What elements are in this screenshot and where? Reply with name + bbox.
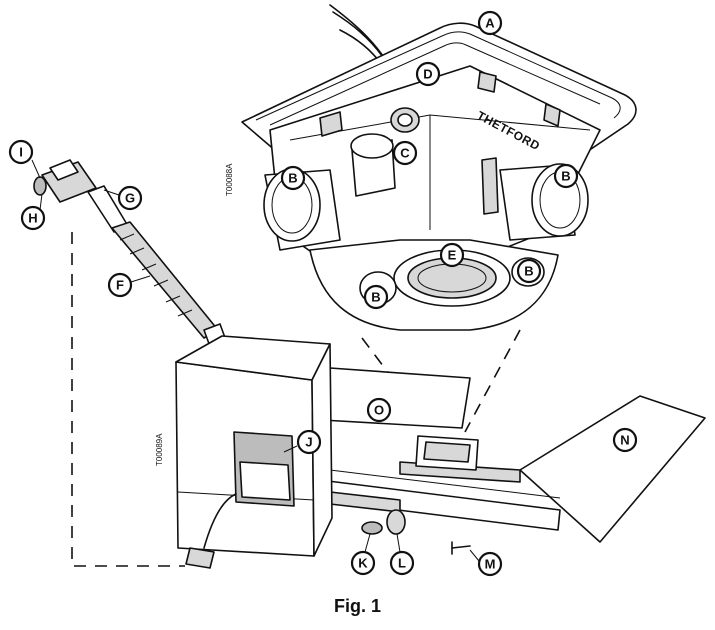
cassette-assembly bbox=[175, 335, 706, 569]
callout-b-lower-right: B bbox=[516, 258, 542, 284]
drawing-code-lower: T00089A bbox=[155, 433, 164, 466]
svg-text:J: J bbox=[305, 435, 312, 450]
svg-text:L: L bbox=[398, 556, 406, 571]
callout-b-lower-left: B bbox=[363, 284, 389, 310]
callout-leaders bbox=[31, 159, 480, 562]
svg-text:B: B bbox=[524, 264, 533, 279]
callout-f: F bbox=[107, 272, 133, 298]
svg-text:F: F bbox=[116, 278, 124, 293]
svg-text:I: I bbox=[19, 145, 23, 160]
svg-text:M: M bbox=[485, 557, 496, 572]
callout-b-left: B bbox=[280, 165, 306, 191]
callout-o: O bbox=[366, 397, 392, 423]
svg-text:O: O bbox=[374, 403, 384, 418]
callout-c: C bbox=[392, 140, 418, 166]
callout-e: E bbox=[439, 242, 465, 268]
flush-hose bbox=[33, 159, 229, 353]
callout-l: L bbox=[389, 550, 415, 576]
svg-text:G: G bbox=[125, 191, 135, 206]
svg-text:B: B bbox=[561, 169, 570, 184]
upper-housing: THETFORD bbox=[241, 4, 637, 331]
svg-text:N: N bbox=[620, 433, 629, 448]
svg-text:D: D bbox=[423, 67, 432, 82]
callout-i: I bbox=[8, 139, 34, 165]
svg-text:B: B bbox=[371, 290, 380, 305]
callout-j: J bbox=[296, 429, 322, 455]
drawing-code-upper: T00088A bbox=[225, 163, 234, 196]
svg-text:A: A bbox=[485, 16, 495, 31]
callout-d: D bbox=[415, 61, 441, 87]
callout-h: H bbox=[20, 205, 46, 231]
svg-text:K: K bbox=[358, 556, 368, 571]
svg-text:E: E bbox=[448, 248, 457, 263]
callout-k: K bbox=[350, 550, 376, 576]
callout-m: M bbox=[477, 551, 503, 577]
dashed-guide-lines bbox=[71, 232, 521, 567]
callout-b-right: B bbox=[553, 163, 579, 189]
figure-caption: Fig. 1 bbox=[333, 596, 381, 616]
svg-text:B: B bbox=[288, 171, 297, 186]
svg-text:H: H bbox=[28, 211, 37, 226]
callout-n: N bbox=[612, 427, 638, 453]
svg-text:C: C bbox=[400, 146, 410, 161]
callout-g: G bbox=[117, 185, 143, 211]
callout-a: A bbox=[477, 10, 503, 36]
